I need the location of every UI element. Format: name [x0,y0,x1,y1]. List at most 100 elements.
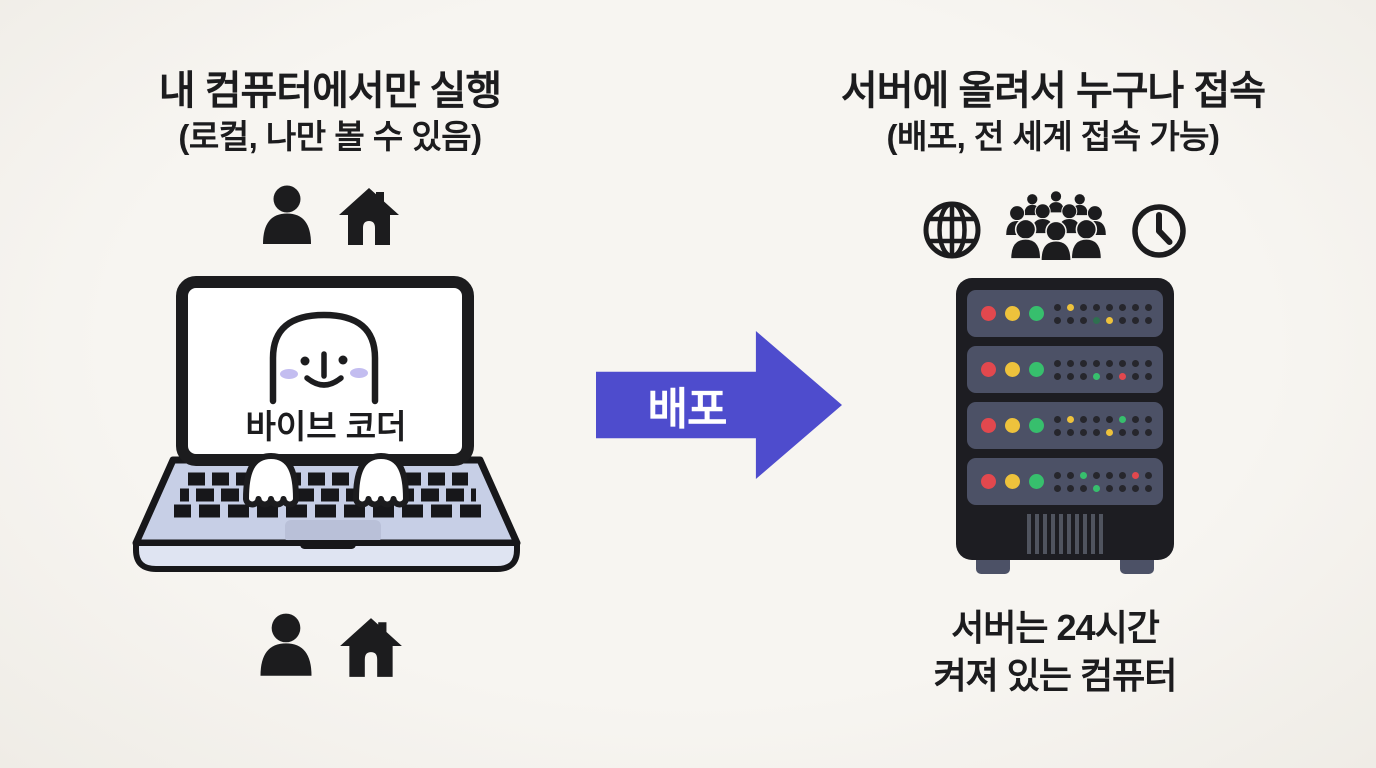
indicator-dot [1119,415,1126,423]
blush-left [280,369,298,379]
laptop-notch [300,540,356,549]
indicator-dot [1067,316,1074,324]
smile [304,375,344,388]
indicator-dot [1054,484,1061,492]
indicator-dot [1106,484,1113,492]
status-led [981,362,996,377]
status-led [981,474,996,489]
status-led [1029,418,1044,433]
indicator-dot [1093,316,1100,324]
indicator-dot [1080,316,1087,324]
indicator-dot [1119,428,1126,436]
server-caption: 서버는 24시간 켜져 있는 컴퓨터 [860,604,1250,699]
status-led [1005,306,1020,321]
server-rack [956,278,1174,574]
indicator-dot [1093,484,1100,492]
indicator-dot [1106,359,1113,367]
indicator-dot [1132,303,1139,311]
indicator-dot [1119,359,1126,367]
indicator-dot [1132,316,1139,324]
status-led [1029,362,1044,377]
laptop-front-lip [133,540,520,572]
indicator-dot [1080,484,1087,492]
vibe-coder-character [269,311,379,405]
eye-left [300,356,310,366]
indicator-dot [1054,359,1061,367]
indicator-dot [1080,303,1087,311]
indicator-dot [1132,359,1139,367]
house-icon [340,618,402,677]
indicator-dot [1132,428,1139,436]
indicator-dot [1080,415,1087,423]
indicator-dot [1145,471,1152,479]
left-subtitle: (로컬, 나만 볼 수 있음) [178,118,482,155]
status-led [1005,474,1020,489]
server-unit [967,402,1163,449]
person-icon [260,613,312,676]
indicator-dot [1054,415,1061,423]
indicator-dot [1106,372,1113,380]
indicator-dot [1093,303,1100,311]
indicator-dot [1106,428,1113,436]
indicator-dot [1080,428,1087,436]
server-unit [967,458,1163,505]
indicator-dot [1093,415,1100,423]
status-led [1005,418,1020,433]
server-vent [1027,514,1103,554]
indicator-dot [1119,316,1126,324]
indicator-dot [1067,359,1074,367]
local-icons-bottom [240,612,420,680]
laptop-illustration: 바이브 코더 [132,276,521,572]
server-feet [956,560,1174,574]
indicator-dot [1145,359,1152,367]
deploy-arrow-label: 배포 [647,385,728,434]
indicator-dot [1054,471,1061,479]
indicator-dot [1054,316,1061,324]
indicator-dot [1067,428,1074,436]
indicator-dot [1067,372,1074,380]
server-foot-left [976,560,1010,574]
indicator-dot [1145,372,1152,380]
indicator-dot [1054,303,1061,311]
crowd-icon [1005,191,1107,260]
typing-hands [243,453,409,508]
server-unit [967,290,1163,337]
status-led [981,418,996,433]
indicator-dot [1132,372,1139,380]
indicator-dot [1067,303,1074,311]
indicator-dot [1054,372,1061,380]
server-unit [967,346,1163,393]
left-title: 내 컴퓨터에서만 실행 [158,69,502,113]
indicator-dot [1067,484,1074,492]
server-caption-line1: 서버는 24시간 [951,607,1160,648]
indicator-dot [1145,316,1152,324]
status-led [1029,474,1044,489]
indicator-dot [1132,484,1139,492]
laptop-screen-label: 바이브 코더 [246,408,407,445]
status-led [1029,306,1044,321]
indicator-dot [1119,303,1126,311]
local-icons-top [240,184,420,248]
indicator-dot [1093,471,1100,479]
status-led [1005,362,1020,377]
indicator-dot [1106,471,1113,479]
server-caption-line2: 켜져 있는 컴퓨터 [933,654,1178,696]
clock-icon [1132,204,1186,258]
indicator-dot [1145,303,1152,311]
eye-right [338,355,348,365]
indicator-dot [1119,484,1126,492]
right-title: 서버에 올려서 누구나 접속 [840,69,1266,113]
server-case [956,278,1174,560]
indicator-dot [1106,316,1113,324]
indicator-dot [1106,415,1113,423]
person-icon [263,185,311,244]
indicator-dot [1093,359,1100,367]
house-icon [339,188,399,245]
indicator-dot [1119,471,1126,479]
blush-right [350,368,368,378]
indicator-dot [1067,415,1074,423]
indicator-dot [1067,471,1074,479]
indicator-dot [1145,484,1152,492]
indicator-dot [1054,428,1061,436]
indicator-dot [1145,415,1152,423]
